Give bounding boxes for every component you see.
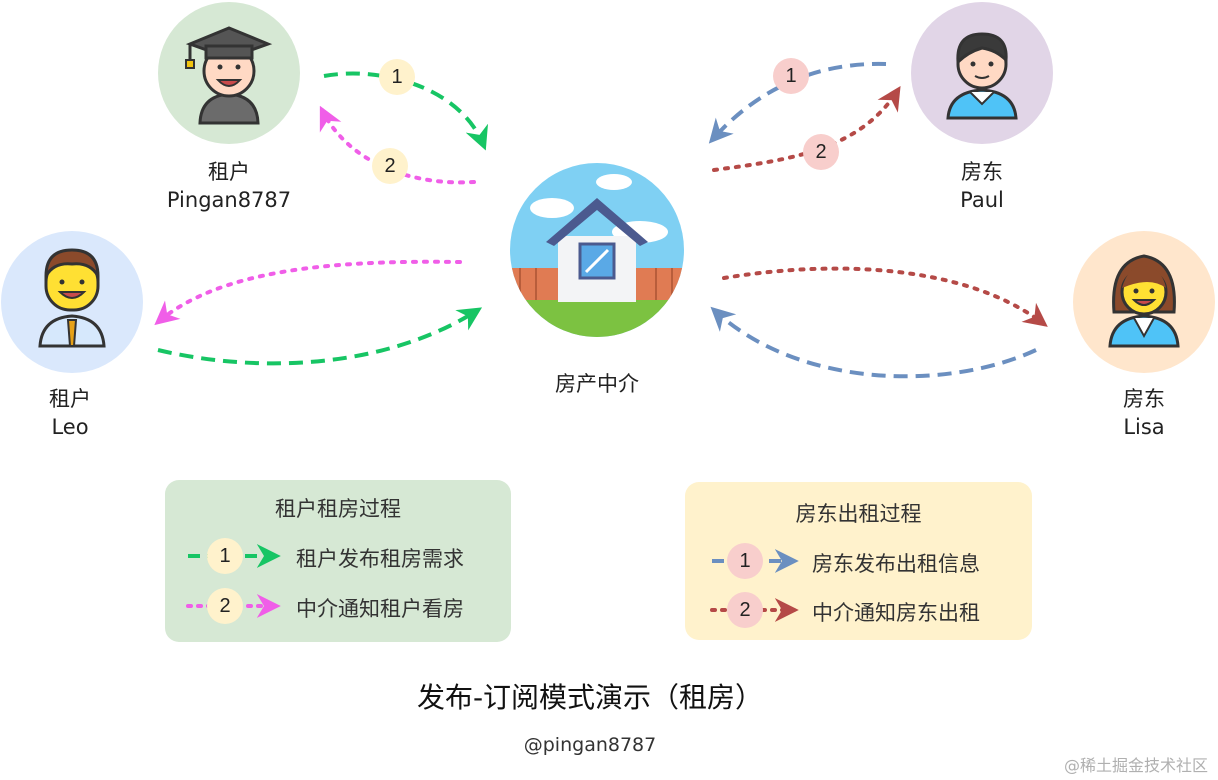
legend-landlord-badge-2: 2: [727, 592, 763, 628]
arrow-pingan-publish: [323, 71, 488, 151]
tenant-leo-name: Leo: [51, 415, 89, 439]
legend-tenant-item-1: 租户发布租房需求: [296, 547, 464, 571]
legend-tenant-item-2: 中介通知租户看房: [296, 597, 464, 621]
legend-landlord-item-1: 房东发布出租信息: [812, 552, 980, 576]
agency-label: 房产中介: [537, 370, 657, 398]
arrow-lisa-publish: [710, 306, 1037, 379]
arrow-lisa-notify: [722, 266, 1048, 327]
legend-landlord-item-2: 中介通知房东出租: [812, 601, 980, 625]
landlord-paul-role: 房东: [961, 160, 1003, 184]
landlord-paul-label: 房东 Paul: [932, 158, 1032, 214]
legend-tenant-badge-1: 1: [207, 538, 243, 574]
diagram-title: 发布-订阅模式演示（租房）: [416, 681, 764, 714]
author-credit: @pingan8787: [523, 734, 657, 756]
landlord-lisa-label: 房东 Lisa: [1094, 385, 1194, 441]
landlord-lisa-avatar: [1073, 231, 1215, 373]
badge-paul-notify: 2: [803, 134, 839, 170]
tenant-pingan-role: 租户: [208, 160, 250, 184]
tenant-leo-role: 租户: [49, 387, 91, 411]
tenant-leo-avatar: [1, 231, 143, 373]
badge-pingan-notify: 2: [372, 148, 408, 184]
arrow-leo-notify: [154, 259, 462, 326]
tenant-pingan-name: Pingan8787: [166, 188, 292, 212]
tenant-pingan-label: 租户 Pingan8787: [149, 158, 309, 214]
watermark: @稀土掘金技术社区: [1063, 756, 1208, 775]
badge-paul-publish: 1: [773, 58, 809, 94]
landlord-paul-name: Paul: [960, 188, 1004, 212]
tenant-pingan-avatar: [158, 2, 300, 144]
legend-landlord-badge-1: 1: [727, 543, 763, 579]
tenant-leo-label: 租户 Leo: [20, 385, 120, 441]
agency-house-icon: [510, 163, 684, 337]
landlord-lisa-role: 房东: [1123, 387, 1165, 411]
landlord-paul-avatar: [911, 2, 1053, 144]
badge-pingan-publish: 1: [379, 59, 415, 95]
agency-name: 房产中介: [555, 372, 639, 396]
arrow-leo-publish: [157, 307, 483, 366]
legend-tenant-badge-2: 2: [207, 588, 243, 624]
landlord-lisa-name: Lisa: [1123, 415, 1165, 439]
